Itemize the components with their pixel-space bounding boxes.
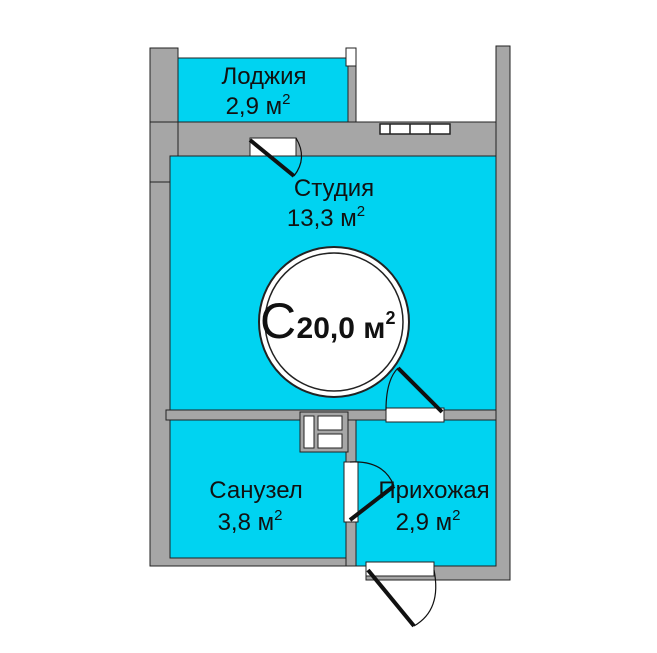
- total-area-badge: С 20,0 м2: [258, 246, 410, 398]
- label-studio: Студия 13,3 м2: [287, 175, 374, 232]
- badge-total-area: 20,0 м2: [297, 308, 396, 345]
- badge-letter: С: [260, 293, 296, 349]
- room-name-hallway: Прихожая: [378, 477, 489, 504]
- room-hallway: [355, 419, 497, 567]
- room-area-loggia: 2,9 м2: [226, 91, 291, 120]
- ventilation-shaft: [299, 411, 349, 453]
- rooms: [169, 57, 497, 567]
- room-name-loggia: Лоджия: [221, 63, 306, 90]
- door-studio-hallway: [385, 366, 445, 423]
- loggia-pier: [345, 47, 357, 67]
- room-name-studio: Студия: [294, 175, 374, 202]
- label-loggia: Лоджия 2,9 м2: [221, 63, 306, 120]
- room-loggia: [177, 57, 349, 123]
- door-bathroom: [343, 461, 396, 523]
- room-area-bathroom: 3,8 м2: [218, 507, 283, 536]
- door-entrance: [365, 561, 437, 628]
- room-area-hallway: 2,9 м2: [396, 507, 461, 536]
- window-top: [379, 123, 451, 135]
- room-area-studio: 13,3 м2: [287, 203, 365, 232]
- label-hallway: Прихожая 2,9 м2: [378, 477, 489, 536]
- room-name-bathroom: Санузел: [209, 477, 303, 504]
- door-loggia: [248, 137, 303, 178]
- label-bathroom: Санузел 3,8 м2: [209, 477, 303, 536]
